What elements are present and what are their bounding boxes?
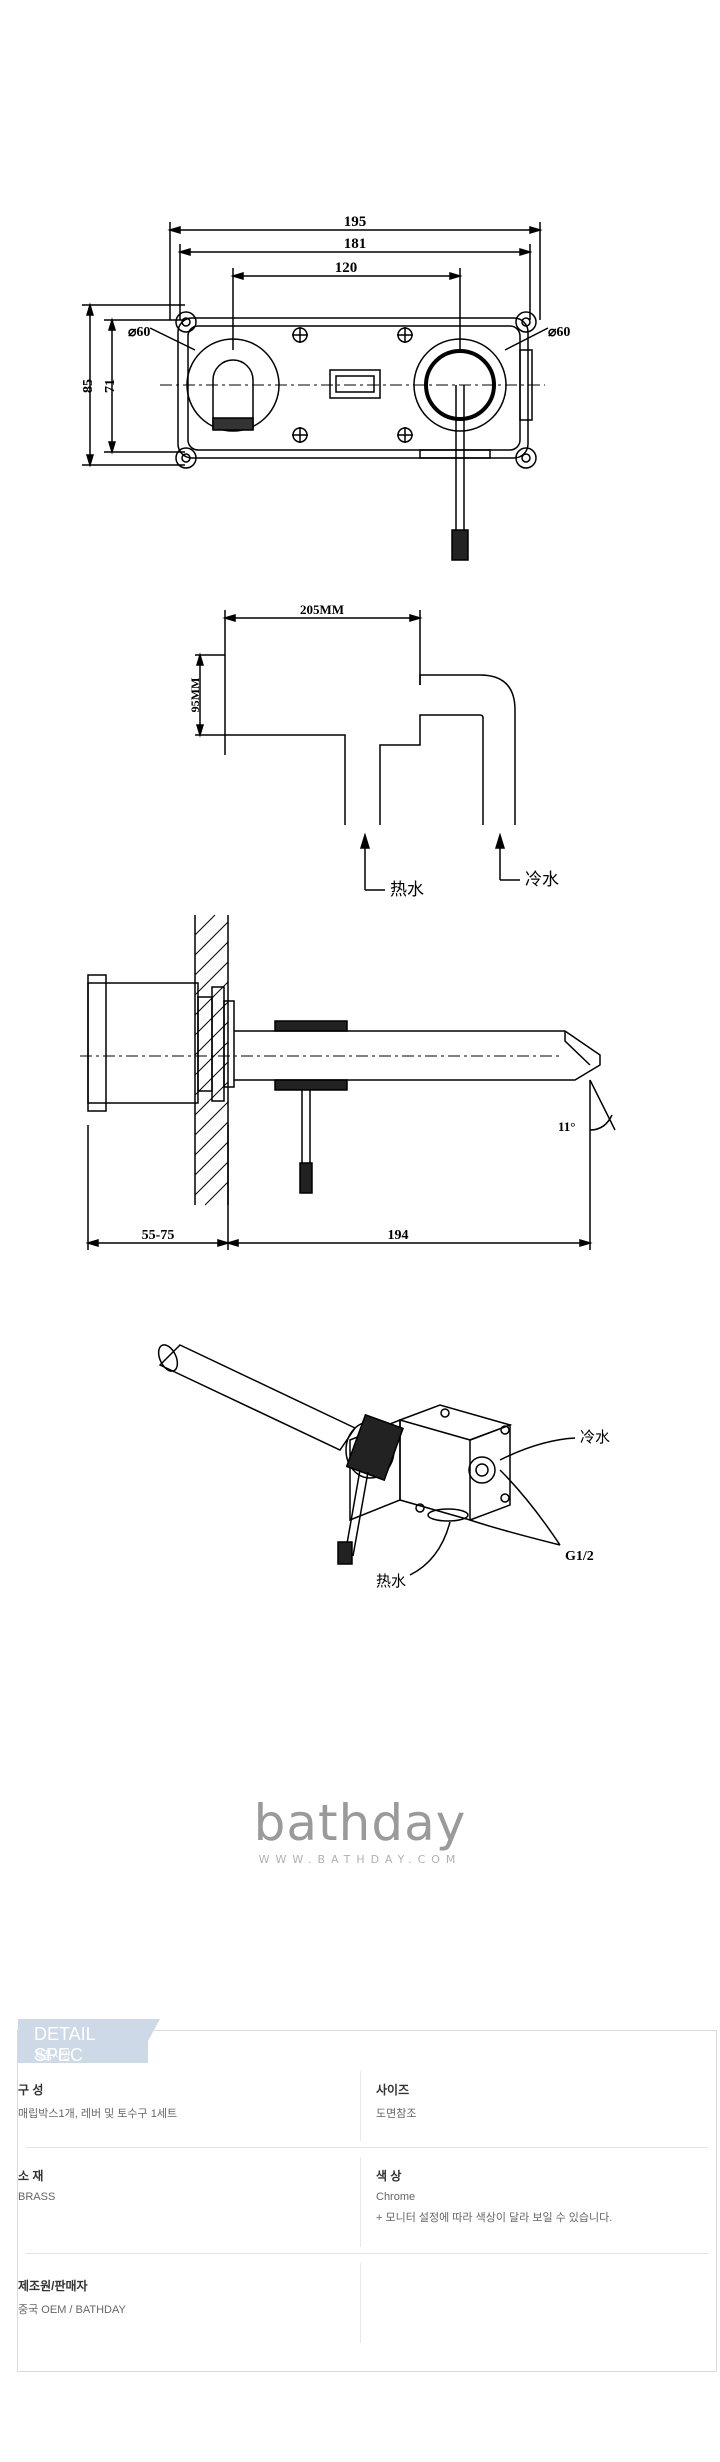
- spec-value: 중국 OEM / BATHDAY: [18, 2304, 126, 2316]
- side-view-drawing: 205MM 95MM 热水 冷水: [188, 602, 559, 900]
- dim-55-75: 55-75: [142, 1228, 175, 1243]
- diameter-left-label: ⌀60: [128, 325, 150, 340]
- column-divider: [360, 2071, 361, 2141]
- cold-water-label: 冷水: [525, 870, 559, 890]
- iso-thread-label: G1/2: [565, 1549, 594, 1564]
- isometric-drawing: 冷水 G1/2 热水: [157, 1344, 610, 1590]
- column-divider: [360, 2157, 361, 2247]
- divider: [26, 2147, 708, 2148]
- dim-120: 120: [335, 260, 358, 276]
- section-view-drawing: 55-75 194 11°: [80, 914, 616, 1250]
- angle-label: 11°: [558, 1119, 575, 1134]
- brand-logo: bathday WWW.BATHDAY.COM: [0, 1795, 720, 1866]
- spec-color-note: + 모니터 설정에 따라 색상이 달라 보일 수 있습니다.: [376, 2212, 613, 2224]
- detail-spec-title: DETAIL SPEC: [34, 2024, 96, 2065]
- divider: [26, 2253, 708, 2254]
- dim-205mm: 205MM: [300, 602, 344, 617]
- spec-cell-size: 사이즈 도면참조: [376, 2081, 706, 2121]
- detail-spec-panel: DETAIL SPEC 제품사양 구 성 매립박스1개, 레버 및 토수구 1세…: [17, 2019, 717, 2372]
- spec-cell-color: 색 상 Chrome + 모니터 설정에 따라 색상이 달라 보일 수 있습니다…: [376, 2167, 706, 2225]
- detail-spec-subtitle: 제품사양: [34, 2051, 71, 2062]
- spec-label: 사이즈: [376, 2083, 410, 2097]
- spec-cell-material: 소 재 BRASS: [18, 2167, 348, 2203]
- spec-label: 색 상: [376, 2169, 402, 2183]
- spec-label: 소 재: [18, 2169, 44, 2183]
- dim-194: 194: [388, 1228, 409, 1243]
- detail-spec-tab: DETAIL SPEC 제품사양: [18, 2019, 160, 2065]
- spec-cell-manufacturer: 제조원/판매자 중국 OEM / BATHDAY: [18, 2277, 348, 2317]
- iso-hot-water-label: 热水: [376, 1572, 406, 1590]
- top-view-drawing: 195 181 120 85 71 ⌀60 ⌀60: [81, 214, 570, 561]
- spec-value: 매립박스1개, 레버 및 토수구 1세트: [18, 2108, 178, 2120]
- iso-cold-water-label: 冷水: [580, 1428, 610, 1446]
- brand-logo-word: bathday: [253, 1794, 467, 1852]
- spec-value: 도면참조: [376, 2108, 417, 2120]
- dim-95mm: 95MM: [188, 678, 202, 713]
- spec-value: Chrome: [376, 2191, 416, 2203]
- spec-label: 제조원/판매자: [18, 2279, 88, 2293]
- spec-label: 구 성: [18, 2083, 44, 2097]
- brand-url: WWW.BATHDAY.COM: [258, 1853, 462, 1866]
- dim-181: 181: [344, 236, 367, 252]
- hot-water-label: 热水: [390, 880, 424, 900]
- spec-value: BRASS: [18, 2191, 56, 2203]
- spec-cell-composition: 구 성 매립박스1개, 레버 및 토수구 1세트: [18, 2081, 348, 2121]
- dim-71: 71: [103, 379, 118, 393]
- column-divider: [360, 2263, 361, 2343]
- dim-195: 195: [344, 214, 367, 230]
- diameter-right-label: ⌀60: [548, 325, 570, 340]
- dim-85: 85: [81, 379, 96, 393]
